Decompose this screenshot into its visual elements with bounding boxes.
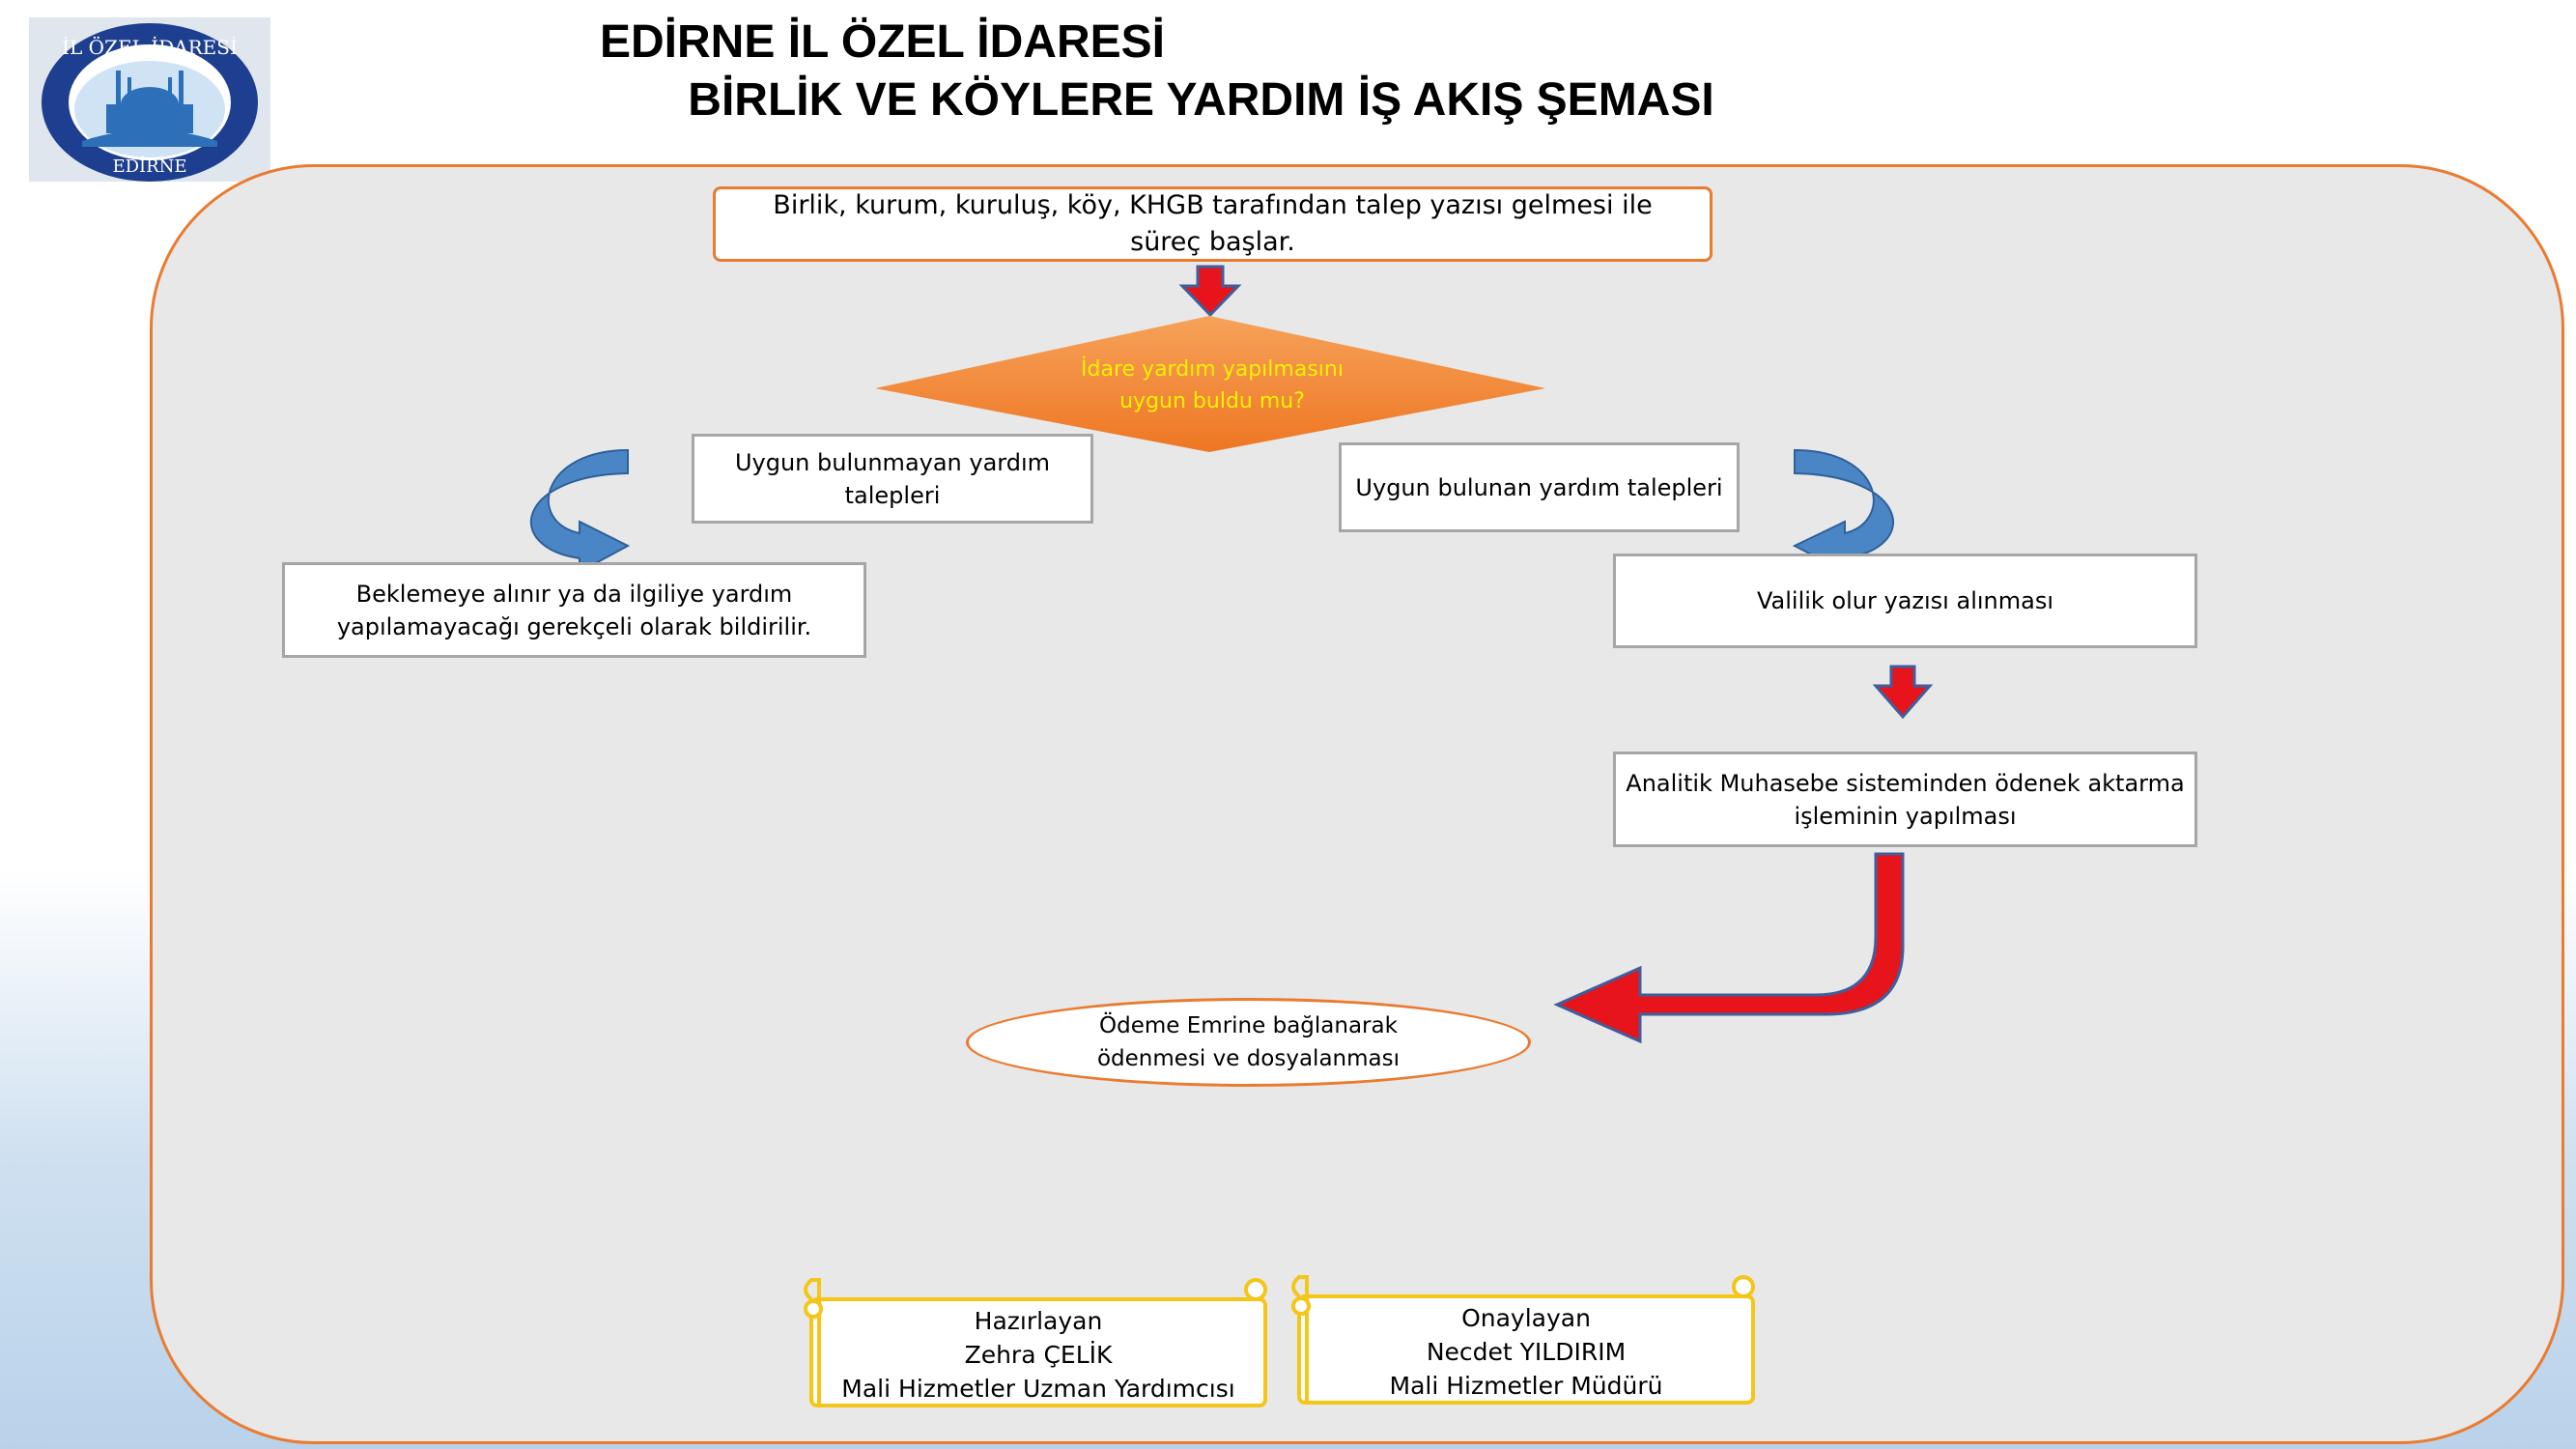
decision-diamond [875,316,1545,452]
curved-arrow-left-icon [529,448,631,574]
approved-name: Necdet YILDIRIM [1426,1338,1627,1366]
accounting-transfer-box: Analitik Muhasebe sisteminden ödenek akt… [1613,752,2197,847]
approved-by: Onaylayan Necdet YILDIRIM Mali Hizmetler… [1304,1301,1748,1403]
end-ellipse: Ödeme Emrine bağlanarak ödenmesi ve dosy… [966,998,1531,1087]
scroll-approved [1291,1275,1755,1405]
bent-arrow-icon [1553,852,1905,1044]
down-arrow-icon [1872,665,1934,720]
prepared-title: Mali Hizmetler Uzman Yardımcısı [841,1375,1235,1403]
approved-requests-box: Uygun bulunan yardım talepleri [1339,442,1740,532]
title-line-2: BİRLİK VE KÖYLERE YARDIM İŞ AKIŞ ŞEMASI [688,74,1714,126]
approved-role: Onaylayan [1461,1304,1591,1332]
prepared-role: Hazırlayan [974,1307,1103,1335]
rejected-requests-box: Uygun bulunmayan yardım talepleri [692,434,1093,524]
prepared-by: Hazırlayan Zehra ÇELİK Mali Hizmetler Uz… [816,1304,1260,1406]
governor-approval-box: Valilik olur yazısı alınması [1613,554,2197,648]
logo-ring-text: İL ÖZEL İDARESİ [62,35,238,59]
down-arrow-icon [1178,265,1242,318]
wait-or-notify-box: Beklemeye alınır ya da ilgiliye yardım y… [282,562,866,658]
title-line-1: EDİRNE İL ÖZEL İDARESİ [600,16,1165,68]
logo-ring-text-bottom: EDİRNE [112,155,186,177]
scroll-prepared [804,1278,1267,1407]
start-box: Birlik, kurum, kuruluş, köy, KHGB tarafı… [713,186,1713,262]
logo: İL ÖZEL İDARESİ EDİRNE [29,17,270,182]
prepared-name: Zehra ÇELİK [964,1341,1113,1369]
decision-text: İdare yardım yapılmasını uygun buldu mu? [1081,357,1344,413]
approved-title: Mali Hizmetler Müdürü [1389,1372,1663,1400]
